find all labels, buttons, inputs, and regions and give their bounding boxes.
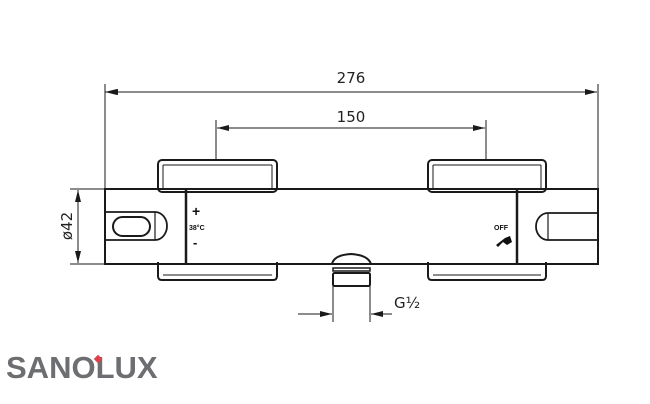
- bottom-left-bracket: [157, 262, 278, 281]
- dimension-g-half: G½: [298, 286, 420, 322]
- logo-text: SANOLUX: [6, 350, 158, 385]
- top-right-bracket: [427, 159, 547, 193]
- right-handle-slot: [535, 212, 598, 241]
- dimension-diameter-42: ø42: [58, 188, 105, 265]
- temp-plus-label: +: [192, 203, 200, 219]
- left-handle-slot: [105, 211, 168, 241]
- sanolux-logo: SANOLUX: [6, 350, 158, 386]
- dimension-276: 276: [104, 69, 599, 189]
- bottom-right-bracket: [427, 262, 547, 281]
- top-left-bracket: [157, 159, 278, 193]
- dimension-150: 150: [215, 108, 487, 160]
- dimension-150-label: 150: [337, 108, 366, 126]
- dimension-g-half-label: G½: [394, 294, 420, 312]
- flow-handle-icon: [496, 236, 512, 247]
- temp-38c-label: 38°C: [189, 224, 205, 232]
- temp-minus-label: -: [193, 235, 197, 250]
- outlet-nozzle: [330, 252, 373, 287]
- off-label: OFF: [494, 225, 509, 232]
- dimension-42-label: ø42: [58, 212, 76, 240]
- dimension-276-label: 276: [337, 69, 366, 87]
- thermostat-body: [104, 188, 599, 265]
